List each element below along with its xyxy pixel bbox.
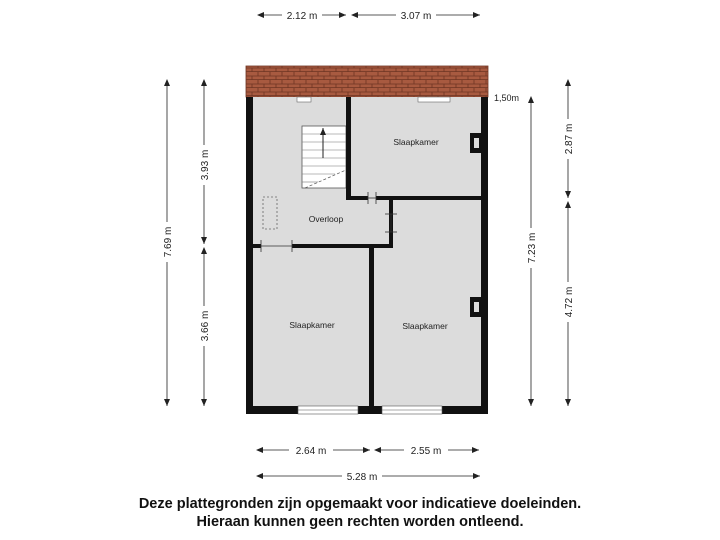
roof-tiles — [245, 65, 489, 98]
window-bottom-left — [297, 405, 359, 415]
disclaimer-line-2: Hieraan kunnen geen rechten worden ontle… — [196, 514, 524, 530]
dimension-label-right-upper: 2.87 m — [564, 124, 575, 155]
attic-hatch — [262, 196, 278, 230]
dimension-label-right-lower: 4.72 m — [564, 287, 575, 318]
dimension-label-left-total: 7.69 m — [163, 227, 174, 258]
chimney-bottom — [474, 302, 479, 312]
dimension-label-bottom-left: 2.64 m — [296, 446, 327, 457]
door-markers — [260, 192, 397, 252]
chimney-top — [474, 138, 479, 148]
staircase — [301, 125, 347, 189]
dimension-label-left-lower: 3.66 m — [200, 311, 211, 342]
room-label-bedroom-bottom-right: Slaapkamer — [402, 321, 448, 331]
dimension-label-top-right: 3.07 m — [401, 11, 432, 22]
room-label-bedroom-top-right: Slaapkamer — [393, 137, 439, 147]
height-note: 1,50m — [494, 93, 519, 103]
disclaimer-line-1: Deze plattegronden zijn opgemaakt voor i… — [138, 496, 582, 512]
skylight-left — [296, 96, 312, 103]
room-label-landing: Overloop — [309, 214, 344, 224]
skylight-right — [417, 96, 451, 103]
dimension-label-left-upper: 3.93 m — [200, 150, 211, 181]
dimension-label-bottom-total: 5.28 m — [347, 472, 378, 483]
dimension-label-bottom-right: 2.55 m — [411, 446, 442, 457]
dimension-label-right-total: 7.23 m — [527, 233, 538, 264]
window-bottom-right — [381, 405, 443, 415]
room-label-bedroom-bottom-left: Slaapkamer — [289, 320, 335, 330]
dimension-label-top-left: 2.12 m — [287, 11, 318, 22]
floor-area — [252, 97, 481, 406]
